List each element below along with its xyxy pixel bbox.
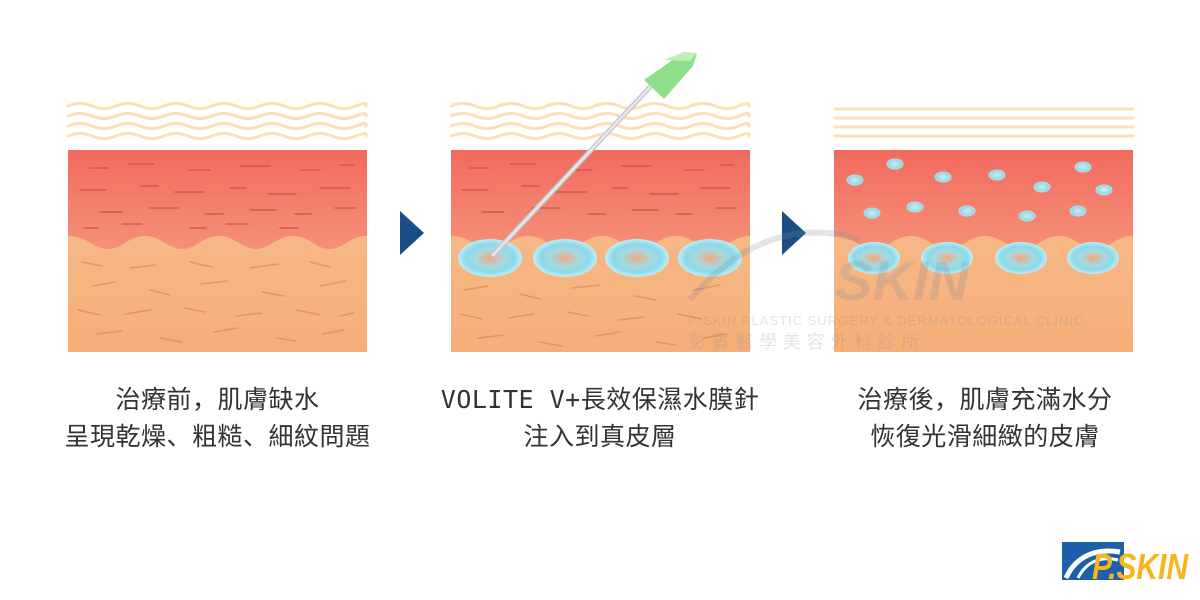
arrow-right-icon (782, 211, 806, 255)
dermis-layer (68, 150, 367, 249)
subcutis-fibers (77, 261, 355, 343)
p-skin-logo: P.SKIN (1062, 542, 1189, 587)
water-droplet (921, 242, 973, 274)
water-droplets (458, 239, 742, 277)
needle-icon (490, 52, 697, 258)
water-droplet (848, 242, 900, 274)
watermark-line1: P-SKIN PLASTIC SURGERY & DERMATOLOGICAL … (688, 313, 1084, 328)
water-droplet (678, 239, 742, 277)
panel-after (833, 107, 1135, 352)
epidermis-layer (449, 102, 751, 140)
logo-text: P.SKIN (1092, 546, 1189, 587)
water-droplets (848, 242, 1119, 274)
panel-injection (449, 52, 751, 352)
caption-line: 治療後，肌膚充滿水分 (857, 385, 1113, 414)
caption-line: 治療前，肌膚缺水 (115, 385, 320, 414)
dermis-layer (834, 150, 1133, 249)
dermis-fibers (461, 163, 737, 215)
caption-after: 治療後，肌膚充滿水分 恢復光滑細緻的皮膚 (800, 381, 1170, 455)
water-droplet (995, 242, 1047, 274)
epidermis-layer (833, 107, 1135, 138)
caption-line: 注入到真皮層 (523, 422, 677, 451)
water-droplet (458, 239, 522, 277)
caption-line: VOLITE V+長效保濕水膜針 (440, 385, 760, 414)
small-water-droplets (846, 158, 1113, 222)
caption-injection: VOLITE V+長效保濕水膜針 注入到真皮層 (410, 381, 790, 455)
dermis-fibers (79, 163, 356, 229)
subcutis-fibers (459, 284, 727, 347)
water-droplet (533, 239, 597, 277)
arrow-right-icon (400, 211, 424, 255)
caption-line: 呈現乾燥、粗糙、細紋問題 (64, 422, 371, 451)
svg-text:SKIN: SKIN (835, 249, 970, 312)
watermark-line2: 彭 賓 醫 學 美 容 外 科 診 所 (688, 332, 920, 353)
caption-line: 恢復光滑細緻的皮膚 (870, 422, 1100, 451)
water-droplet (605, 239, 669, 277)
dermis-layer (451, 150, 750, 249)
watermark: SKIN P-SKIN PLASTIC SURGERY & DERMATOLOG… (687, 229, 1084, 353)
water-droplet (1067, 242, 1119, 274)
epidermis-layer (66, 102, 368, 140)
panel-before (66, 102, 368, 352)
caption-before: 治療前，肌膚缺水 呈現乾燥、粗糙、細紋問題 (30, 381, 405, 455)
